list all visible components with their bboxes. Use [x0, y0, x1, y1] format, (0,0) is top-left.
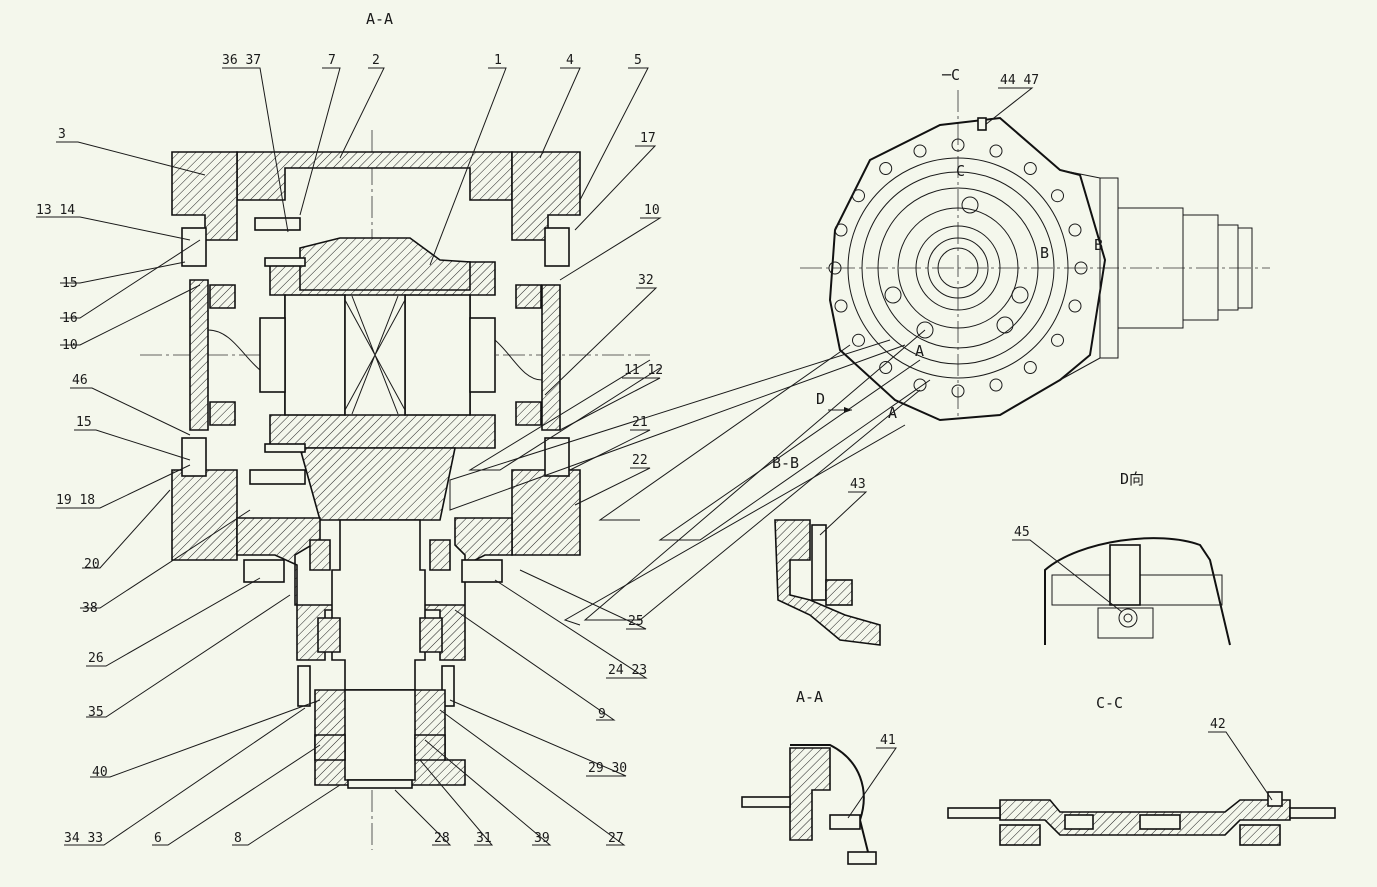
callout-labels: 36 37 7 2 1 4 5 3 17 13 14 10 15 16 10 3…: [36, 53, 663, 846]
callout-label: 46: [72, 373, 88, 388]
section-bb: B-B 43: [772, 454, 881, 646]
section-cc-title: C-C: [1096, 694, 1123, 712]
view-d-title: D向: [1120, 470, 1144, 488]
callout-label: 13 14: [36, 203, 75, 218]
bolt-hole: [1074, 261, 1088, 275]
callout-label: 22: [632, 453, 648, 468]
callout-label: 25: [628, 614, 644, 629]
callout-label: 31: [476, 831, 492, 846]
bolt-hole: [879, 361, 893, 374]
bolt-hole: [951, 138, 965, 152]
section-aa-title: A-A: [796, 688, 823, 706]
bolt-hole: [879, 162, 893, 175]
callout-label: 1: [494, 53, 502, 68]
bolt-hole: [1023, 162, 1037, 175]
callout-label: 16: [62, 311, 78, 326]
callout-label: 32: [638, 273, 654, 288]
section-mark-c-top: ─C: [941, 66, 960, 84]
section-cut-lines: [449, 329, 931, 626]
bolt-hole: [828, 261, 842, 275]
callout-label: 17: [640, 131, 656, 146]
callout-label: 34 33: [64, 831, 103, 846]
callout-label: 41: [880, 733, 896, 748]
callout-label: 24 23: [608, 663, 647, 678]
bolt-hole: [852, 189, 865, 203]
callout-label: 43: [850, 477, 866, 492]
bolt-hole: [852, 333, 865, 347]
callout-label: 28: [434, 831, 450, 846]
bolt-hole: [1068, 223, 1082, 237]
main-section-title: A-A: [366, 10, 393, 28]
callout-label: 10: [62, 338, 78, 353]
section-cc: C-C 42: [947, 694, 1336, 846]
section-mark-a-low: A: [915, 342, 924, 360]
bolt-hole: [989, 378, 1003, 392]
bolt-hole: [951, 384, 965, 398]
section-mark-b-right: B: [1094, 236, 1103, 254]
bolt-hole: [913, 144, 927, 158]
callout-label: 3: [58, 127, 66, 142]
callout-label: 4: [566, 53, 574, 68]
section-aa-small: A-A 41: [741, 688, 897, 865]
bolt-hole: [1023, 361, 1037, 374]
callout-label: 19 18: [56, 493, 95, 508]
end-view: ─C C B B A A D 44 47: [800, 66, 1270, 422]
callout-label: 10: [644, 203, 660, 218]
bolt-hole: [1068, 299, 1082, 313]
callout-label: 2: [372, 53, 380, 68]
callout-label: 36 37: [222, 53, 261, 68]
callout-label: 21: [632, 415, 648, 430]
callout-label: 45: [1014, 525, 1030, 540]
callout-label: 5: [634, 53, 642, 68]
callout-label: 15: [62, 276, 78, 291]
callout-label: 6: [154, 831, 162, 846]
callout-label: 40: [92, 765, 108, 780]
callout-label: 27: [608, 831, 624, 846]
section-mark-c-mid: C: [956, 162, 965, 180]
callout-leaders: [36, 67, 662, 846]
callout-label: 8: [234, 831, 242, 846]
bolt-hole: [1051, 333, 1064, 347]
bolt-hole-ring: [828, 138, 1088, 398]
callout-label: 26: [88, 651, 104, 666]
callout-label: 11 12: [624, 363, 663, 378]
callout-label: 42: [1210, 717, 1226, 732]
callout-label: 38: [82, 601, 98, 616]
main-section-view: A-A: [140, 10, 650, 850]
callout-label: 44 47: [1000, 73, 1039, 88]
bolt-hole: [913, 378, 927, 392]
view-d: D向 45: [1012, 470, 1231, 646]
callout-label: 15: [76, 415, 92, 430]
bolt-hole: [989, 144, 1003, 158]
section-mark-b-left: B: [1040, 244, 1049, 262]
bolt-hole: [1051, 189, 1064, 203]
callout-label: 7: [328, 53, 336, 68]
callout-label: 20: [84, 557, 100, 572]
callout-label: 29 30: [588, 761, 627, 776]
callout-label: 9: [598, 707, 606, 722]
callout-label: 35: [88, 705, 104, 720]
callout-label: 39: [534, 831, 550, 846]
bolt-hole: [834, 299, 848, 313]
view-arrow-d: D: [816, 390, 825, 408]
section-bb-title: B-B: [772, 454, 799, 472]
bolt-hole: [834, 223, 848, 237]
